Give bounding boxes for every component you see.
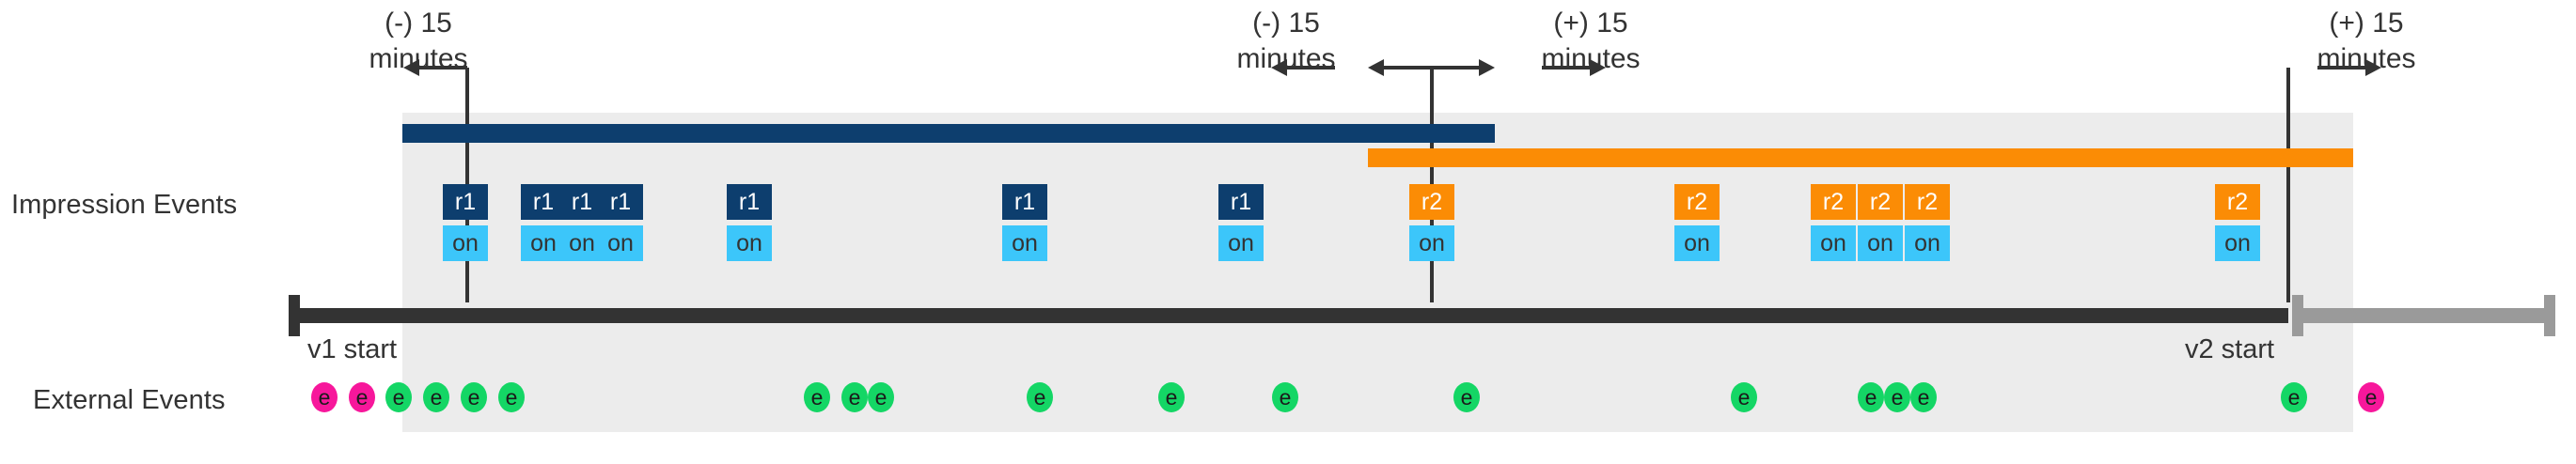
impression-chip-state: on bbox=[727, 225, 772, 261]
external-event-dot: e bbox=[461, 382, 487, 412]
external-event-dot: e bbox=[1453, 382, 1480, 412]
impression-chip-state: on bbox=[1811, 225, 1856, 261]
impression-chip-rule: r1 bbox=[521, 184, 566, 220]
external-event-dot: e bbox=[423, 382, 449, 412]
external-event-dot: e bbox=[868, 382, 894, 412]
v1-start-label: v1 start bbox=[307, 334, 398, 364]
impression-chip-rule: r2 bbox=[2215, 184, 2260, 220]
impression-chip-state: on bbox=[1409, 225, 1454, 261]
impression-chip-rule: r2 bbox=[1811, 184, 1856, 220]
external-event-dot: e bbox=[2358, 382, 2384, 412]
external-event-dot: e bbox=[498, 382, 525, 412]
ann-mid-minus-arrow-icon bbox=[1271, 59, 1335, 76]
impression-chip-state: on bbox=[2215, 225, 2260, 261]
impression-chip-state: on bbox=[1218, 225, 1264, 261]
ann-mid-plus-line1: (+) 15 bbox=[1553, 8, 1628, 39]
impression-events-row-label: Impression Events bbox=[11, 190, 238, 220]
impression-chip-rule: r1 bbox=[598, 184, 643, 220]
external-event-dot: e bbox=[1884, 382, 1910, 412]
ann-mid-plus-arrow-icon bbox=[1542, 59, 1606, 76]
tick-v2-offset bbox=[2286, 68, 2290, 302]
impression-chip-rule: r1 bbox=[559, 184, 605, 220]
v2-axis-line bbox=[2292, 308, 2555, 323]
external-event-dot: e bbox=[349, 382, 375, 412]
impression-chip-state: on bbox=[521, 225, 566, 261]
impression-chip-rule: r2 bbox=[1409, 184, 1454, 220]
external-event-dot: e bbox=[1858, 382, 1884, 412]
external-event-dot: e bbox=[2281, 382, 2307, 412]
external-events-row-label: External Events bbox=[33, 385, 226, 415]
timeline-bar-navy bbox=[402, 124, 1495, 143]
external-event-dot: e bbox=[1272, 382, 1298, 412]
external-event-dot: e bbox=[841, 382, 868, 412]
ann-left-line1: (-) 15 bbox=[385, 8, 452, 39]
impression-chip-state: on bbox=[1905, 225, 1950, 261]
external-event-dot: e bbox=[1158, 382, 1185, 412]
v2-start-label: v2 start bbox=[2185, 334, 2275, 364]
external-event-dot: e bbox=[1910, 382, 1937, 412]
v2-start-cap bbox=[2292, 295, 2303, 336]
v1-start-cap bbox=[289, 295, 300, 336]
external-event-dot: e bbox=[385, 382, 412, 412]
timeline-bar-orange bbox=[1368, 148, 2353, 167]
impression-chip-state: on bbox=[443, 225, 488, 261]
impression-chip-state: on bbox=[1674, 225, 1720, 261]
impression-chip-rule: r1 bbox=[727, 184, 772, 220]
external-event-dot: e bbox=[1731, 382, 1757, 412]
ann-left-arrow-icon bbox=[403, 59, 467, 76]
impression-chip-state: on bbox=[1858, 225, 1903, 261]
impression-chip-state: on bbox=[1002, 225, 1047, 261]
impression-chip-rule: r2 bbox=[1674, 184, 1720, 220]
external-event-dot: e bbox=[804, 382, 830, 412]
impression-chip-state: on bbox=[598, 225, 643, 261]
ann-mid-minus-line1: (-) 15 bbox=[1252, 8, 1320, 39]
ann-right-plus-arrow-icon bbox=[2317, 59, 2381, 76]
external-event-dot: e bbox=[1027, 382, 1053, 412]
v2-end-cap bbox=[2544, 295, 2555, 336]
impression-chip-rule: r1 bbox=[443, 184, 488, 220]
impression-chip-rule: r1 bbox=[1218, 184, 1264, 220]
impression-chip-rule: r1 bbox=[1002, 184, 1047, 220]
impression-chip-rule: r2 bbox=[1858, 184, 1903, 220]
external-event-dot: e bbox=[311, 382, 338, 412]
ann-right-plus-line1: (+) 15 bbox=[2329, 8, 2404, 39]
v1-axis-line bbox=[289, 308, 2288, 323]
impression-chip-rule: r2 bbox=[1905, 184, 1950, 220]
impression-chip-state: on bbox=[559, 225, 605, 261]
